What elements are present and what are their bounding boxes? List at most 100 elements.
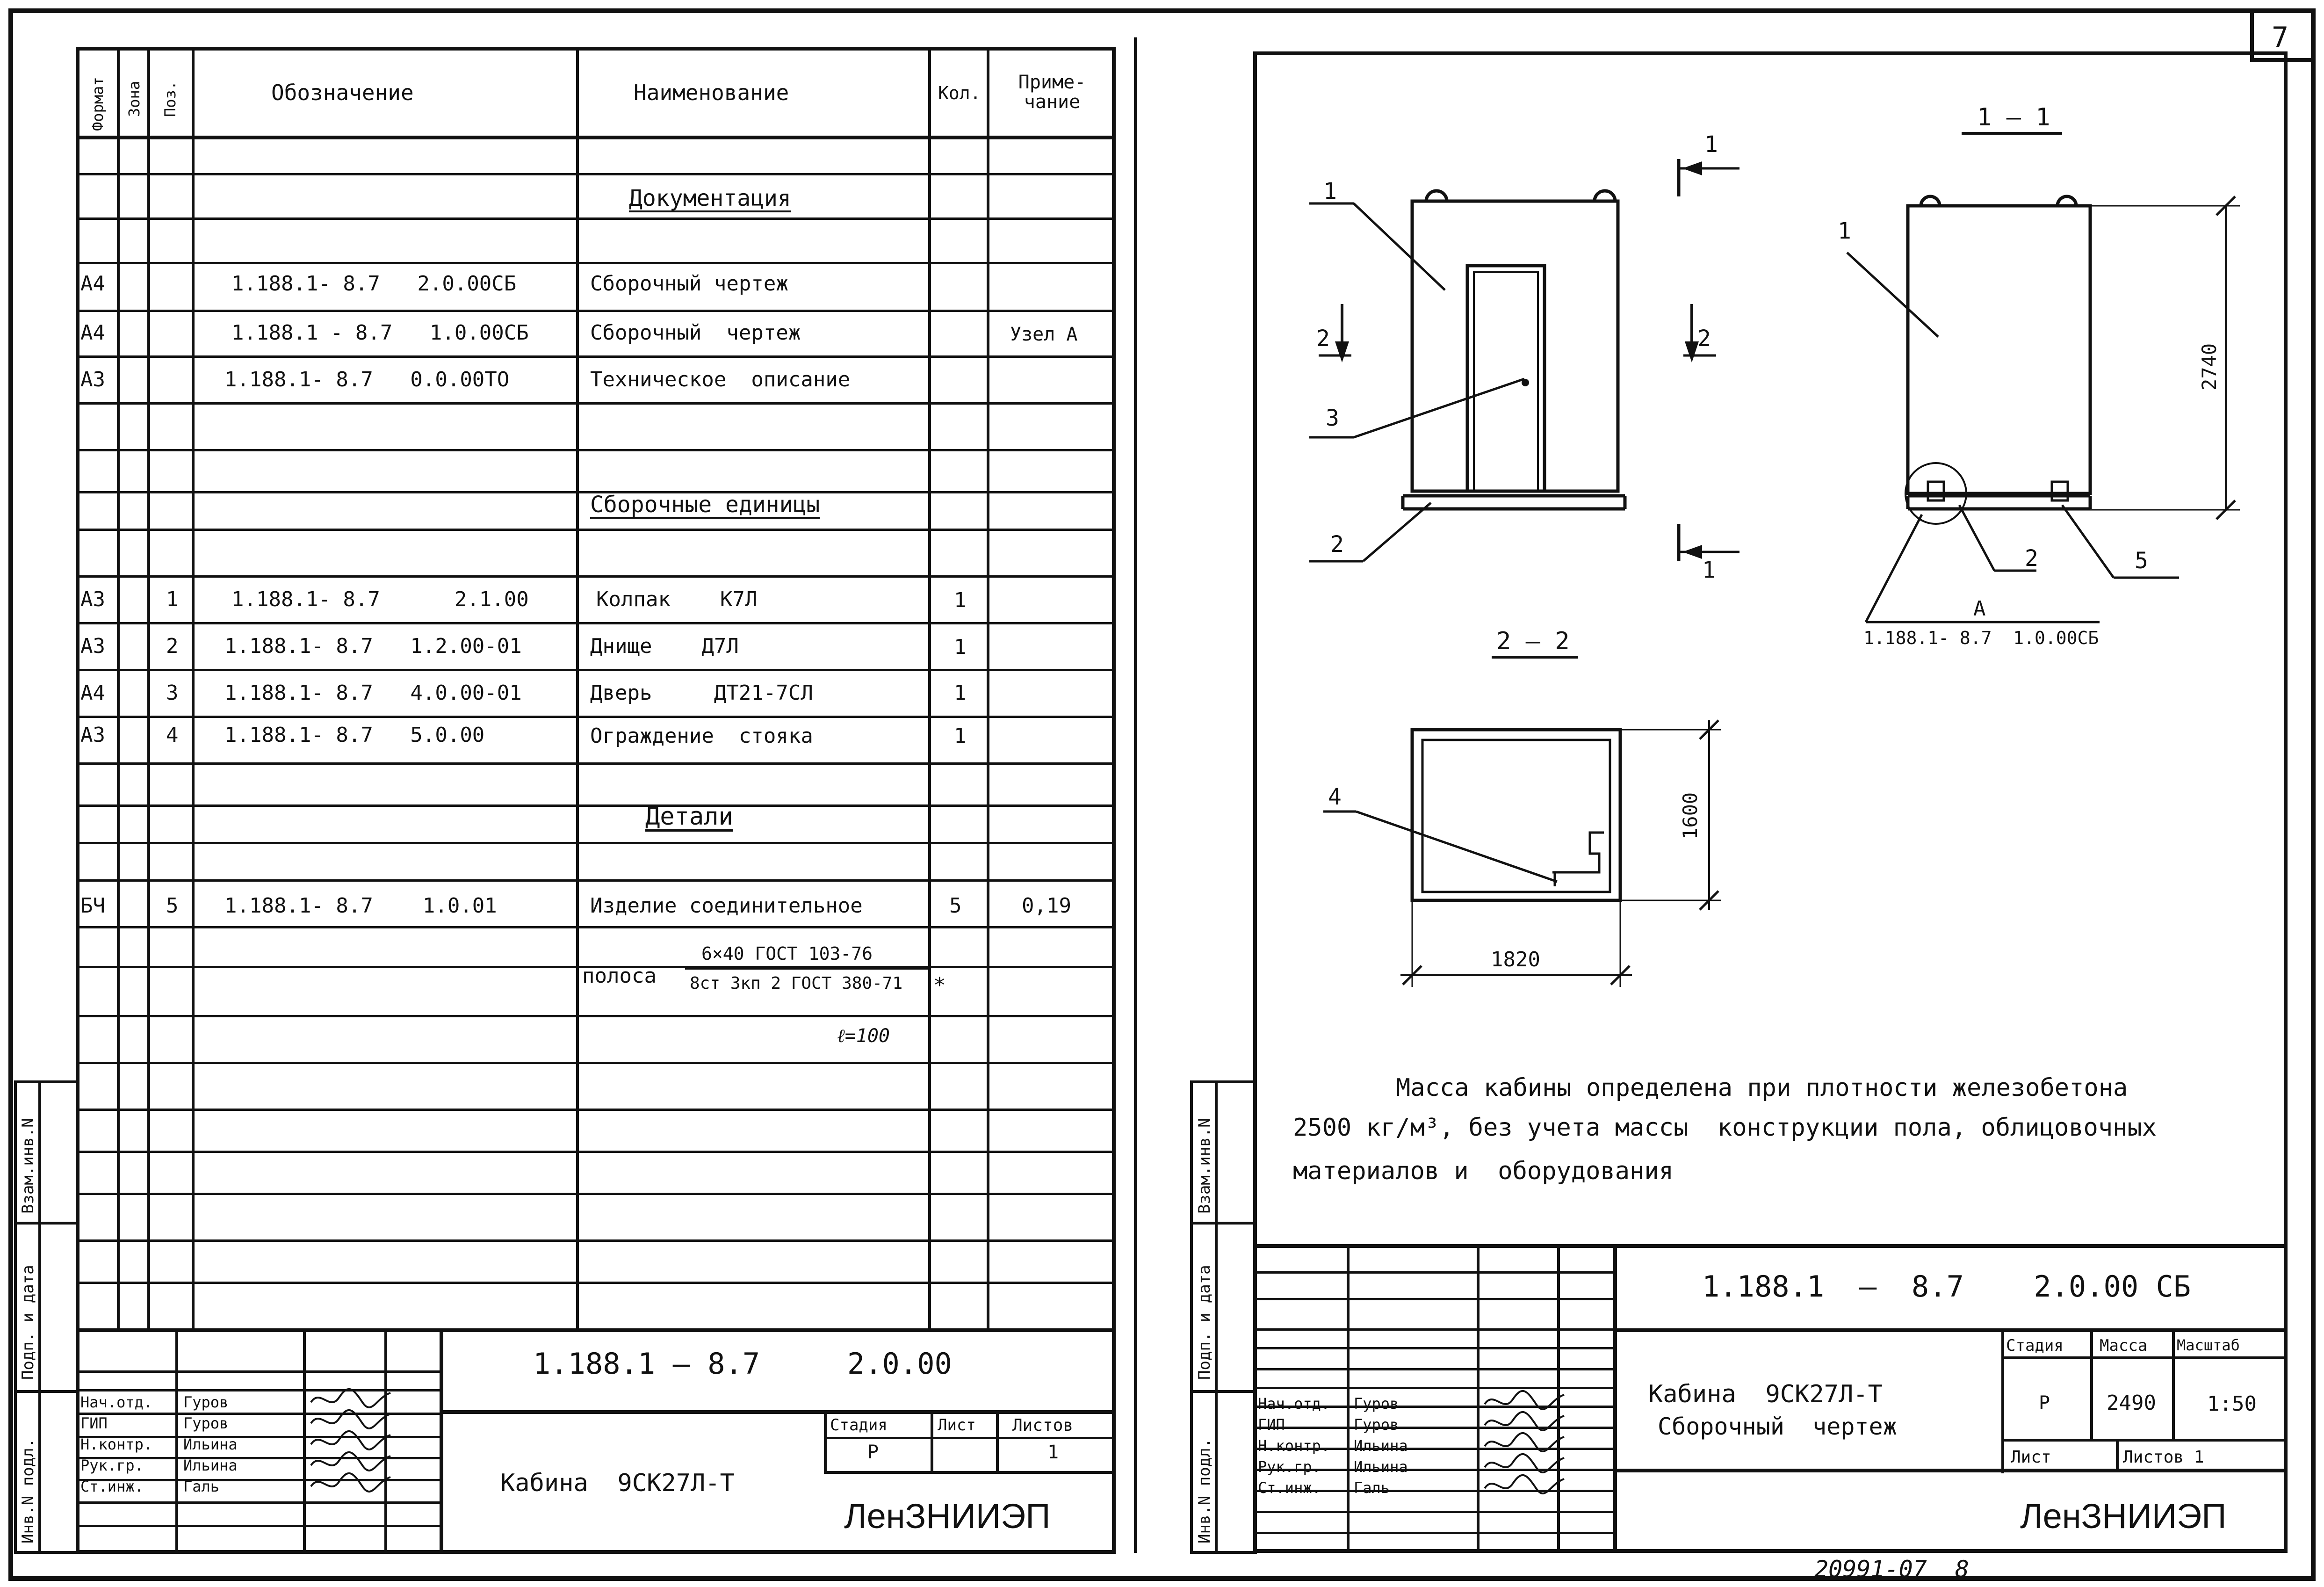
- tb-role: Нач.отд.: [1258, 1395, 1330, 1413]
- row-line: [76, 966, 1116, 968]
- signature: [1484, 1390, 1565, 1410]
- leader-pos-2: [1958, 504, 1996, 572]
- tb-title-line1: Кабина 9СК27Л-Т: [1648, 1380, 1883, 1408]
- tb-scale-value: 1:50: [2207, 1392, 2257, 1416]
- pos-label-2: 2: [1330, 531, 1344, 558]
- row-pos: 4: [166, 723, 179, 747]
- row-format: А4: [80, 321, 105, 345]
- leader-node-a: [1864, 514, 1923, 623]
- tb-person-name: Гуров: [183, 1393, 229, 1411]
- signature: [310, 1451, 391, 1471]
- section-11-label: 1 — 1: [1977, 103, 2050, 131]
- side-strip-divider: [1190, 1222, 1257, 1225]
- section-details: Детали: [645, 803, 733, 831]
- leader-pos-1: [1353, 203, 1446, 291]
- row-format: А3: [80, 723, 105, 747]
- row-qty: 1: [954, 724, 967, 748]
- row-designation: 1.188.1- 8.7 4.0.00-01: [224, 681, 522, 705]
- pos-label-1: 1: [1323, 178, 1337, 204]
- row-name: Изделие соединительное: [590, 894, 863, 918]
- tb-role: Рук.гр.: [1258, 1458, 1321, 1476]
- row-line: [76, 1193, 1116, 1195]
- tb-person-name: Галь: [1354, 1479, 1390, 1497]
- page-number: 7: [2272, 21, 2289, 54]
- row-note: 0,19: [1022, 894, 1071, 918]
- side-strip-divider: [14, 1390, 79, 1393]
- node-a-circle: [1905, 462, 1967, 525]
- row-line: [76, 669, 1116, 671]
- tb-row-line: [76, 1457, 440, 1459]
- row-line: [76, 842, 1116, 844]
- strip-asterisk: *: [933, 973, 946, 997]
- tb-v: [384, 1328, 387, 1554]
- tb-row-line: [76, 1479, 440, 1481]
- side-strip-divider: [14, 1222, 79, 1225]
- tb-person-name: Ильина: [1354, 1437, 1408, 1455]
- row-qty: 1: [954, 635, 967, 659]
- row-format: А4: [80, 272, 105, 296]
- pos-label-5-section: 5: [2135, 548, 2148, 574]
- page-number-box-left: [2250, 8, 2254, 60]
- tb-v-stage: [2001, 1328, 2004, 1473]
- pos-label-2-section: 2: [2025, 545, 2038, 572]
- row-name: Ограждение стояка: [590, 724, 813, 748]
- cut-mark-2-right: 2: [1697, 326, 1711, 352]
- tb-v: [303, 1328, 306, 1554]
- tb-person-name: Гуров: [1354, 1416, 1399, 1434]
- row-line: [76, 1109, 1116, 1111]
- tb-v: [175, 1328, 178, 1554]
- tb-row-line: [76, 1389, 440, 1391]
- tb-v-stage: [824, 1410, 827, 1473]
- leader-pos-2: [1362, 502, 1432, 562]
- tb-scale-label: Масштаб: [2177, 1336, 2240, 1354]
- row-line: [76, 355, 1116, 358]
- tb-v-stage: [931, 1410, 933, 1473]
- side-strip-divider: [38, 1080, 41, 1554]
- tb-code: 1.188.1 — 8.7 2.0.00 СБ: [1702, 1269, 2191, 1304]
- tb-row-line: [1253, 1271, 1613, 1274]
- tb-sheet-label: Лист: [938, 1416, 976, 1435]
- row-format: А3: [80, 634, 105, 658]
- tb-org: ЛенЗНИИЭП: [2020, 1497, 2227, 1536]
- row-line: [76, 310, 1116, 312]
- tb-mass-value: 2490: [2107, 1391, 2156, 1415]
- col-line: [576, 47, 579, 1328]
- connector: [1927, 480, 1945, 502]
- row-pos: 1: [166, 587, 179, 611]
- tb-row-line: [1253, 1368, 1613, 1370]
- row-qty: 5: [949, 894, 962, 918]
- outer-frame: [8, 8, 2316, 1581]
- note-line-1: Масса кабины определена при плотности же…: [1396, 1074, 2128, 1102]
- lifting-loop: [1593, 189, 1617, 202]
- left-side-strip: [14, 1080, 79, 1554]
- tb-v: [440, 1328, 443, 1554]
- lifting-loop: [1424, 189, 1449, 202]
- row-pos: 3: [166, 681, 179, 705]
- signature: [310, 1472, 391, 1493]
- lifting-loop: [1919, 195, 1941, 206]
- tb-row-line: [76, 1436, 440, 1438]
- row-qty: 1: [954, 588, 967, 612]
- tb-row-line: [1253, 1298, 1613, 1300]
- side-strip-divider: [1190, 1390, 1257, 1393]
- row-line: [76, 1151, 1116, 1153]
- row-name: Техническое описание: [590, 368, 851, 391]
- tb-org: ЛенЗНИИЭП: [844, 1497, 1051, 1536]
- tb-row-line: [1253, 1469, 1613, 1471]
- page-number-box-bottom: [2250, 58, 2316, 62]
- tb-sheets-label: Листов 1: [2123, 1448, 2204, 1467]
- tb-role: Н.контр.: [80, 1435, 153, 1453]
- leader-pos-4: [1356, 810, 1558, 883]
- cut-arrow-2: [1335, 341, 1349, 362]
- plan-outer: [1410, 728, 1622, 902]
- door-inner: [1473, 271, 1539, 492]
- row-line: [76, 926, 1116, 928]
- riser-guard: [1552, 831, 1604, 874]
- row-pos: 2: [166, 634, 179, 658]
- tb-row-line: [1253, 1387, 1613, 1389]
- tb-role: Нач.отд.: [80, 1393, 153, 1411]
- row-designation: 1.188.1- 8.7 1.0.01: [224, 894, 497, 918]
- cut-arrow-1: [1682, 161, 1702, 175]
- tb-person-name: Гуров: [183, 1414, 229, 1432]
